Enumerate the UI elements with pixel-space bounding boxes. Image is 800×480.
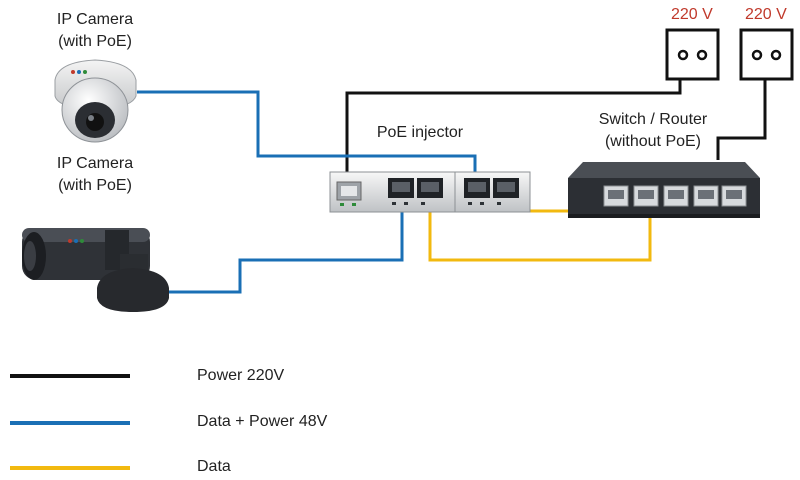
bullet-camera-label: IP Camera (with PoE) [40, 153, 150, 197]
legend-label-data: Data [197, 458, 231, 475]
dome-camera-label-line2: (with PoE) [58, 33, 132, 50]
legend-label-power: Power 220V [197, 367, 285, 384]
power-cable-switch [716, 78, 767, 160]
dome-camera-label-line1: IP Camera [56, 11, 134, 28]
data-power-cable-dome [137, 90, 477, 186]
bullet-camera-icon [22, 228, 169, 312]
dome-camera-label: IP Camera (with PoE) [40, 9, 150, 53]
outlet-voltage-label: 220 V [745, 6, 787, 23]
power-outlet [739, 28, 794, 81]
switch-label: Switch / Router (without PoE) [583, 109, 723, 153]
power-cable-injector [345, 78, 682, 186]
legend-swatch-power [10, 374, 130, 378]
dome-camera-icon [54, 59, 137, 143]
data-cable-injector-1 [428, 196, 652, 262]
data-power-cable-bullet [165, 196, 404, 294]
poe-injector-label: PoE injector [376, 124, 464, 141]
legend-swatch-data [10, 466, 130, 470]
outlet-voltage-label: 220 V [671, 6, 713, 23]
legend-swatch-data-power [10, 421, 130, 425]
poe-injector-icon [329, 171, 531, 213]
bullet-camera-label-line1: IP Camera [56, 155, 134, 172]
legend-label-data-power: Data + Power 48V [197, 413, 328, 430]
switch-router-icon [568, 162, 760, 218]
switch-label-line2: (without PoE) [604, 133, 702, 150]
switch-label-line1: Switch / Router [598, 111, 708, 128]
power-outlet [665, 28, 720, 81]
bullet-camera-label-line2: (with PoE) [58, 177, 132, 194]
